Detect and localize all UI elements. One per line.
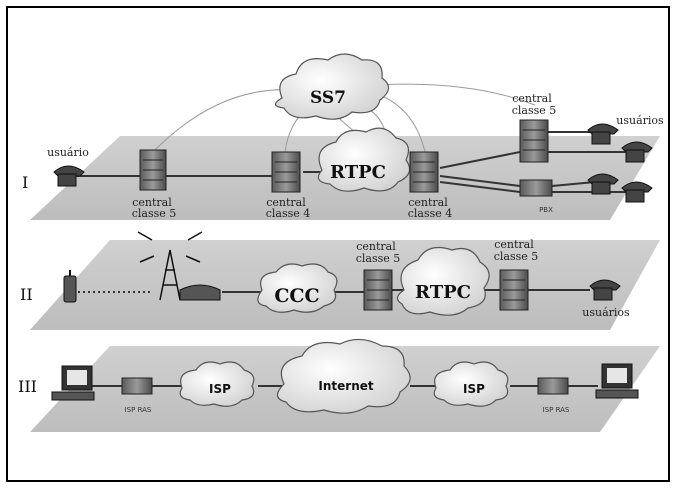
pbx-device — [519, 179, 553, 197]
telephone-icon — [53, 165, 85, 187]
switch-central-mid-1 — [363, 269, 393, 311]
telephone-icon — [621, 181, 653, 203]
switch-central-classe4-a — [271, 151, 301, 193]
telephone-icon — [589, 279, 621, 301]
label-central-classe4b-2: classe 4 — [408, 207, 453, 220]
label-central-classe4a-1: central — [266, 196, 306, 209]
cloud-rtpc-mid-label: RTPC — [415, 282, 471, 303]
label-central-classe5-left-2: classe 5 — [132, 207, 177, 220]
label-usuario: usuário — [47, 146, 89, 159]
cloud-rtpc-top: RTPC — [317, 127, 411, 192]
cloud-isp-left-label: ISP — [209, 382, 231, 396]
cloud-isp-right: ISP — [433, 361, 509, 407]
label-central-classe5-top-1: central — [512, 92, 552, 105]
layer-3-numeral: III — [18, 377, 37, 396]
label-central-mid2-1: central — [494, 238, 534, 251]
label-usuarios-top: usuários — [616, 114, 664, 127]
switch-central-classe4-b — [409, 151, 439, 193]
cloud-rtpc-mid: RTPC — [396, 247, 490, 316]
switch-central-classe5-top — [519, 119, 549, 163]
telephone-icon — [587, 123, 619, 145]
label-isp-ras-left: ISP RAS — [125, 406, 152, 414]
cloud-ss7: SS7 — [274, 53, 390, 120]
label-isp-ras-right: ISP RAS — [543, 406, 570, 414]
label-central-mid1-2: classe 5 — [356, 252, 401, 265]
layer-1-numeral: I — [22, 173, 28, 192]
computer-icon — [595, 363, 639, 399]
cloud-internet: Internet — [276, 338, 411, 414]
cloud-ccc: CCC — [257, 263, 338, 313]
label-central-classe4b-1: central — [408, 196, 448, 209]
antenna-tower-icon — [137, 231, 203, 301]
cloud-internet-label: Internet — [318, 379, 373, 393]
isp-ras-right-device — [537, 377, 569, 395]
label-central-classe4a-2: classe 4 — [266, 207, 311, 220]
label-central-mid2-2: classe 5 — [494, 250, 539, 263]
cloud-isp-left: ISP — [179, 361, 255, 407]
computer-icon — [51, 365, 95, 401]
label-usuarios-mid: usuários — [582, 306, 630, 319]
telephone-icon — [621, 141, 653, 163]
label-central-classe5-top-2: classe 5 — [512, 104, 557, 117]
layer-plane-2 — [30, 240, 660, 330]
layer-2-numeral: II — [20, 285, 33, 304]
mobile-phone-icon — [63, 270, 77, 303]
base-station-icon — [179, 284, 221, 301]
telephone-icon — [587, 173, 619, 195]
switch-central-mid-2 — [499, 269, 529, 311]
cloud-ss7-label: SS7 — [310, 88, 346, 108]
label-pbx: PBX — [539, 206, 553, 214]
isp-ras-left-device — [121, 377, 153, 395]
cloud-rtpc-top-label: RTPC — [330, 162, 386, 183]
label-central-mid1-1: central — [356, 240, 396, 253]
cloud-isp-right-label: ISP — [463, 382, 485, 396]
switch-central-classe5-left — [139, 149, 167, 191]
cloud-ccc-label: CCC — [274, 285, 319, 307]
label-central-classe5-left-1: central — [132, 196, 172, 209]
